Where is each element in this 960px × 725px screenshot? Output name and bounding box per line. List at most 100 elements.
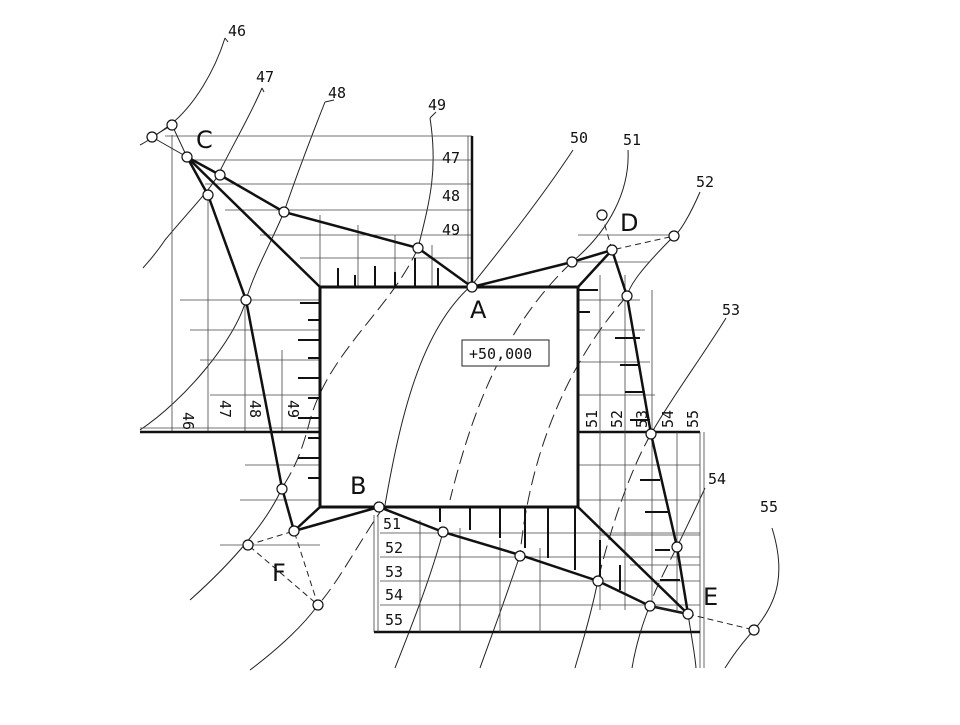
grid-label: 49	[284, 400, 302, 418]
grid-label: 47	[216, 400, 234, 418]
grid-label: 53	[633, 410, 651, 428]
contour-label-49: 49	[428, 96, 446, 114]
contour-52b	[626, 235, 675, 297]
contour-49a	[417, 117, 434, 249]
grid-label: 48	[442, 187, 460, 205]
contour-54c	[631, 604, 651, 669]
contour-lines	[139, 37, 780, 671]
contour-50d	[249, 604, 319, 671]
elevation-value: +50,000	[469, 345, 532, 363]
node	[276, 483, 288, 495]
contour-label-55: 55	[760, 498, 778, 516]
contour-50b	[384, 284, 473, 506]
contour-label-50: 50	[570, 129, 588, 147]
grid-label: 51	[383, 515, 401, 533]
point-label-b: B	[350, 472, 366, 500]
grid-labels-left: 46 47 48 49	[179, 400, 302, 430]
node	[668, 230, 680, 242]
grid-label: 52	[608, 410, 626, 428]
contour-50a	[471, 149, 574, 286]
contour-54a	[676, 487, 706, 548]
grid-label: 52	[385, 539, 403, 557]
contour-label-54: 54	[708, 470, 726, 488]
node	[748, 624, 760, 636]
contour-51a	[571, 149, 629, 263]
contour-50c	[317, 504, 386, 606]
node	[682, 608, 694, 620]
grid-top-left	[165, 135, 474, 287]
contour-54b	[649, 546, 678, 606]
platform-elevation-mark: +50,000	[461, 339, 550, 367]
point-label-f: F	[272, 559, 286, 587]
grid-label: 48	[246, 400, 264, 418]
slope-hatching	[298, 258, 680, 590]
grid-labels-bottom: 51 52 53 54 55	[383, 515, 403, 629]
contour-label-48: 48	[328, 84, 346, 102]
grid-left	[140, 135, 320, 546]
contour-55a	[753, 527, 780, 631]
node	[437, 526, 449, 538]
grid-label: 55	[385, 611, 403, 629]
contour-label-46: 46	[228, 22, 246, 40]
node	[606, 244, 618, 256]
node	[645, 428, 657, 440]
node	[181, 151, 193, 163]
point-labels: A B C D E F	[196, 126, 718, 611]
contour-47	[142, 87, 263, 269]
point-label-c: C	[196, 126, 213, 154]
node	[466, 281, 478, 293]
point-label-a: A	[470, 296, 487, 324]
node	[214, 169, 226, 181]
grid-bottom	[373, 515, 700, 634]
contour-49b	[281, 247, 419, 489]
label-leaders	[224, 37, 437, 119]
nodes	[146, 119, 760, 636]
grid-label: 47	[442, 149, 460, 167]
node	[242, 539, 254, 551]
grid-label: 53	[385, 563, 403, 581]
contour-52a	[673, 191, 701, 237]
contour-55b	[724, 629, 755, 669]
contour-label-47: 47	[256, 68, 274, 86]
contour-label-52: 52	[696, 173, 714, 191]
point-label-d: D	[620, 209, 638, 237]
grid-label: 55	[684, 410, 702, 428]
node	[146, 131, 158, 143]
grid-label: 54	[385, 586, 403, 604]
contour-55c	[687, 613, 697, 669]
contour-48	[139, 101, 326, 431]
contour-49c	[189, 487, 283, 601]
grid-label: 54	[659, 410, 677, 428]
node	[621, 290, 633, 302]
node	[514, 550, 526, 562]
contour-number-labels: 46 47 48 49 50 51 52 53 54 55	[228, 22, 778, 516]
contour-51b	[449, 261, 573, 501]
node	[412, 242, 424, 254]
grid-labels-right: 51 52 53 54 55	[583, 410, 702, 428]
contour-53a	[650, 317, 727, 435]
grid-labels-top-left: 47 48 49	[442, 149, 460, 239]
node	[278, 206, 290, 218]
elevation-box	[461, 339, 550, 367]
node	[671, 541, 683, 553]
contour-53c	[574, 579, 599, 669]
grid-label: 49	[442, 221, 460, 239]
contour-label-51: 51	[623, 131, 641, 149]
node	[566, 256, 578, 268]
node	[644, 600, 656, 612]
node	[288, 525, 300, 537]
node	[596, 209, 608, 221]
node	[240, 294, 252, 306]
grid-label: 51	[583, 410, 601, 428]
node	[312, 599, 324, 611]
contour-53b	[597, 433, 652, 581]
node	[166, 119, 178, 131]
node	[373, 501, 385, 513]
contour-52d	[479, 554, 521, 669]
contour-label-53: 53	[722, 301, 740, 319]
point-label-e: E	[703, 583, 718, 611]
node	[202, 189, 214, 201]
grid-label: 46	[179, 412, 197, 430]
node	[592, 575, 604, 587]
